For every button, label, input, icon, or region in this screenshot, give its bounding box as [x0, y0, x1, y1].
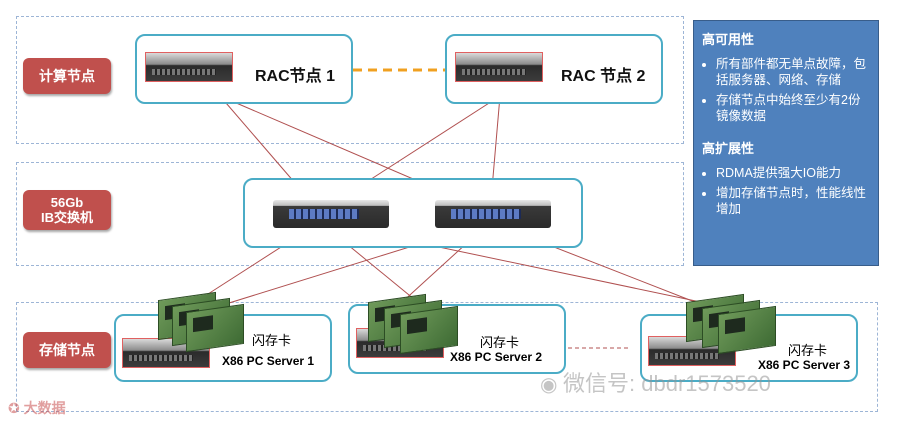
- scalability-list: RDMA提供强大IO能力 增加存储节点时，性能线性增加: [702, 165, 870, 217]
- switch-zone-label-line1: 56Gb: [50, 195, 84, 210]
- compute-zone-label-text: 计算节点: [39, 67, 95, 84]
- wechat-watermark: ◉ 微信号: dbdr1573520: [540, 366, 771, 398]
- rac-node-2-title: RAC 节点 2: [561, 68, 646, 85]
- storage1-server-icon: [122, 338, 210, 368]
- storage-node-3-server-label: X86 PC Server 3: [758, 358, 851, 372]
- ha-list: 所有部件都无单点故障，包括服务器、网络、存储 存储节点中始终至少有2份镜像数据: [702, 56, 870, 124]
- scalability-item: RDMA提供强大IO能力: [716, 165, 870, 181]
- ib-switch-2-icon: [435, 200, 551, 228]
- flash-card-icon: [186, 303, 244, 353]
- ib-switch-1-icon: [273, 200, 389, 228]
- storage-node-1: 闪存卡 X86 PC Server 1: [114, 314, 332, 382]
- storage-zone: [16, 302, 878, 412]
- rac2-server-icon: [455, 52, 543, 82]
- logo-watermark: ✪ 大数据: [8, 398, 66, 418]
- compute-zone-label: 计算节点: [23, 58, 111, 94]
- storage-node-1-card-label: 闪存卡: [252, 333, 292, 348]
- ib-switch-box: [243, 178, 583, 248]
- flash-card-icon: [718, 305, 776, 355]
- rac-node-1: RAC节点 1: [135, 34, 353, 104]
- storage-node-1-server-label: X86 PC Server 1: [222, 354, 315, 368]
- scalability-title: 高扩展性: [702, 141, 755, 156]
- ha-item: 存储节点中始终至少有2份镜像数据: [716, 92, 870, 124]
- wechat-icon: ◉: [540, 374, 564, 396]
- switch-zone-label-line2: IB交换机: [40, 210, 93, 225]
- rac1-server-icon: [145, 52, 233, 82]
- ha-item: 所有部件都无单点故障，包括服务器、网络、存储: [716, 56, 870, 88]
- storage-zone-label-text: 存储节点: [39, 341, 95, 358]
- wechat-watermark-text: 微信号: dbdr1573520: [563, 371, 771, 396]
- flash-card-icon: [400, 305, 458, 355]
- rac-node-2: RAC 节点 2: [445, 34, 663, 104]
- storage-node-2-card-label: 闪存卡: [480, 335, 520, 350]
- compute-zone: [16, 16, 684, 144]
- logo-watermark-text: 大数据: [23, 400, 66, 416]
- storage-node-3-card-label: 闪存卡: [788, 343, 828, 358]
- ha-title: 高可用性: [702, 32, 755, 47]
- scalability-item: 增加存储节点时，性能线性增加: [716, 185, 870, 217]
- storage-node-2-server-label: X86 PC Server 2: [450, 350, 543, 364]
- rac-node-1-title: RAC节点 1: [255, 68, 336, 85]
- switch-zone-label: 56Gb IB交换机: [23, 190, 111, 230]
- features-panel: 高可用性 所有部件都无单点故障，包括服务器、网络、存储 存储节点中始终至少有2份…: [693, 20, 879, 266]
- storage-zone-label: 存储节点: [23, 332, 111, 368]
- logo-icon: ✪: [8, 400, 24, 416]
